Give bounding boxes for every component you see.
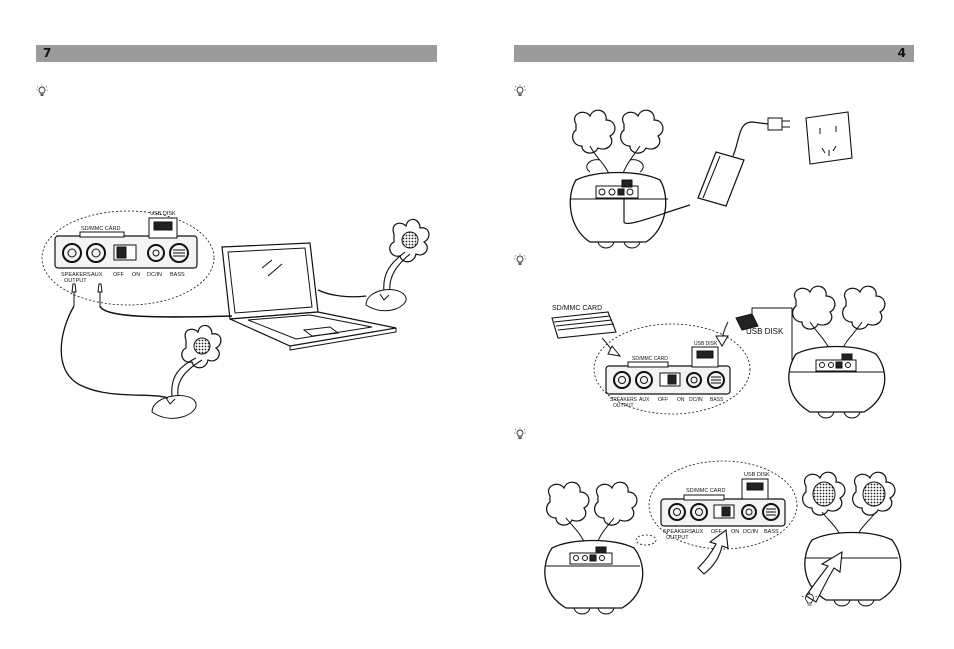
label-dc-in: DC/IN (147, 272, 162, 278)
label-bass: BASS (170, 272, 185, 278)
label-aux: AUX (692, 529, 704, 535)
laptop-connection-figure (41, 210, 430, 419)
label-usb-disk: USB DISK (744, 472, 770, 478)
page-number-right: 4 (897, 46, 906, 60)
label-off: OFF (658, 397, 668, 403)
label-on: ON (132, 272, 140, 278)
callout-sd-mmc-card: SD/MMC CARD (552, 305, 602, 312)
label-speakers: SPEAKERS (663, 529, 693, 535)
label-speakers: SPEAKERS (610, 397, 638, 403)
label-dc-in: DC/IN (743, 529, 758, 535)
tip-lightbulb-icon (514, 253, 526, 266)
power-adapter-figure (569, 109, 853, 249)
label-sd-mmc-card: SD/MMC CARD (81, 226, 120, 232)
page-number-left: 7 (43, 46, 52, 60)
label-output: OUTPUT (613, 403, 634, 409)
tip-lightbulb-icon (514, 84, 526, 97)
label-bass: BASS (764, 529, 779, 535)
label-output: OUTPUT (666, 535, 689, 541)
label-sd-mmc-card: SD/MMC CARD (686, 488, 725, 494)
label-speakers: SPEAKERS (61, 272, 91, 278)
label-bass: BASS (710, 397, 724, 403)
label-on: ON (731, 529, 739, 535)
label-sd-mmc-card: SD/MMC CARD (632, 356, 668, 362)
label-off: OFF (711, 529, 723, 535)
fig2-labels: SD/MMC CARD USB DISK SD/MMC CARD USB DIS… (552, 305, 784, 409)
page-header-right: 4 (514, 45, 914, 62)
fig3-labels: SD/MMC CARD USB DISK SPEAKERS OUTPUT AUX… (663, 472, 779, 541)
tip-lightbulb-icon (514, 427, 526, 440)
tip-lightbulb-icon (36, 84, 48, 97)
left-panel-labels: SD/MMC CARD USB DISK SPEAKERS OUTPUT AUX… (61, 211, 185, 284)
label-usb-disk: USB DISK (694, 341, 718, 347)
label-aux: AUX (91, 272, 103, 278)
label-aux: AUX (639, 397, 650, 403)
label-dc-in: DC/IN (689, 397, 703, 403)
sd-usb-insert-figure (551, 285, 886, 419)
power-on-figure (544, 460, 902, 615)
label-off: OFF (113, 272, 125, 278)
callout-usb-disk: USB DISK (746, 327, 784, 336)
label-output: OUTPUT (64, 278, 87, 284)
page-header-left: 7 (36, 45, 437, 62)
label-on: ON (677, 397, 685, 403)
label-usb-disk: USB DISK (150, 211, 176, 217)
